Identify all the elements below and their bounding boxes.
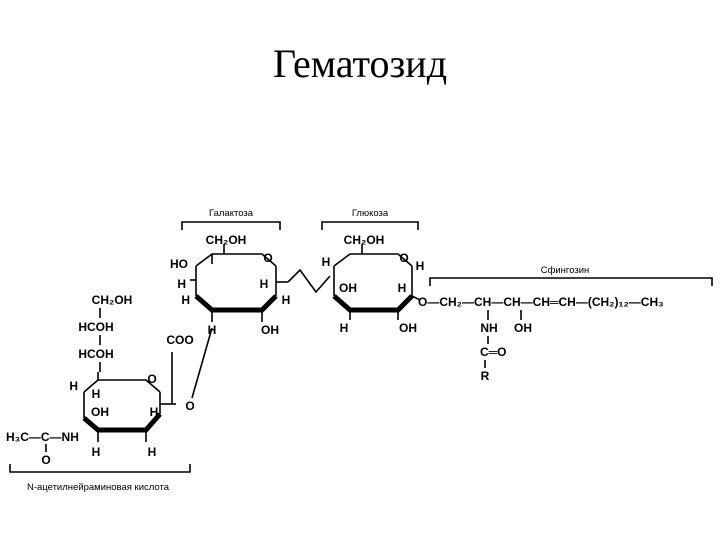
nana-bracket: N-ацетилнейраминовая кислота bbox=[9, 464, 191, 493]
galactose-ch2oh: CH₂OH bbox=[206, 233, 247, 247]
nana-hcoh-1: HCOH bbox=[78, 320, 113, 334]
galactose-ring-oxygen: O bbox=[263, 251, 272, 265]
glycosidic-bond-gal-glc bbox=[287, 268, 331, 294]
glucose-oh: OH bbox=[339, 281, 357, 295]
galactose-h-low: H bbox=[181, 293, 190, 307]
galactose-caption: Галактоза bbox=[209, 208, 254, 219]
nana-ch2oh: CH₂OH bbox=[92, 293, 133, 307]
glucose-ch2oh: CH₂OH bbox=[344, 233, 385, 247]
glucose-oh-bottom: OH bbox=[399, 321, 417, 335]
galactose-h-mid: H bbox=[260, 277, 269, 291]
nana-h-top: H bbox=[69, 379, 78, 393]
sphingosine-chain: O—CH₂—CH—CH—CH═CH—(CH₂)₁₂—CH₃ NH OH C═O … bbox=[418, 295, 664, 383]
glucose-h-right: H bbox=[416, 259, 425, 273]
galactose-h-right: H bbox=[282, 293, 291, 307]
galactose-oh: OH bbox=[261, 323, 279, 337]
galactose-bracket: Галактоза bbox=[181, 208, 281, 230]
glucose-h-bottom: H bbox=[340, 321, 349, 335]
nana-carboxylate: COO bbox=[166, 333, 193, 347]
sialyl-linkage-bond bbox=[191, 327, 213, 399]
nana-acetyl-oxygen: O bbox=[41, 453, 50, 467]
nana-h-bottom-2: H bbox=[148, 445, 157, 459]
nana-caption: N-ацетилнейраминовая кислота bbox=[27, 482, 170, 493]
nana-ring-oxygen: O bbox=[147, 372, 156, 386]
nana-h-2: H bbox=[92, 387, 101, 401]
sphingosine-r-group: R bbox=[481, 369, 490, 383]
nana-h-right: H bbox=[150, 405, 159, 419]
galactose-h-left: H bbox=[177, 277, 186, 291]
nana-h-bottom: H bbox=[92, 445, 101, 459]
nana-acetyl-group: H₃C—C—NH bbox=[6, 430, 79, 444]
page-title: Гематозид bbox=[272, 41, 448, 86]
glucose-h-mid: H bbox=[398, 281, 407, 295]
glucose-ring: CH₂OH H O H OH H H OH bbox=[322, 233, 425, 335]
galactose-ring: CH₂OH HO O H H H H H OH bbox=[170, 233, 290, 337]
galactose-ho: HO bbox=[170, 257, 188, 271]
glucose-h-left: H bbox=[322, 255, 331, 269]
nana-ring: CH₂OH HCOH HCOH H H O OH H O COO H₃C—C—N… bbox=[6, 293, 195, 467]
glucose-ring-oxygen: O bbox=[399, 251, 408, 265]
sphingosine-oh: OH bbox=[514, 321, 532, 335]
sphingosine-bracket: Сфингозин bbox=[429, 265, 713, 286]
nana-hcoh-2: HCOH bbox=[78, 347, 113, 361]
sphingosine-chain-formula: O—CH₂—CH—CH—CH═CH—(CH₂)₁₂—CH₃ bbox=[418, 295, 664, 309]
nana-link-oxygen: O bbox=[185, 399, 194, 413]
sphingosine-carbonyl: C═O bbox=[480, 345, 507, 359]
glucose-bracket: Глюкоза bbox=[321, 208, 419, 230]
sphingosine-caption: Сфингозин bbox=[541, 265, 590, 276]
nana-oh: OH bbox=[91, 405, 109, 419]
glucose-caption: Глюкоза bbox=[352, 208, 389, 219]
sphingosine-nh: NH bbox=[480, 321, 497, 335]
